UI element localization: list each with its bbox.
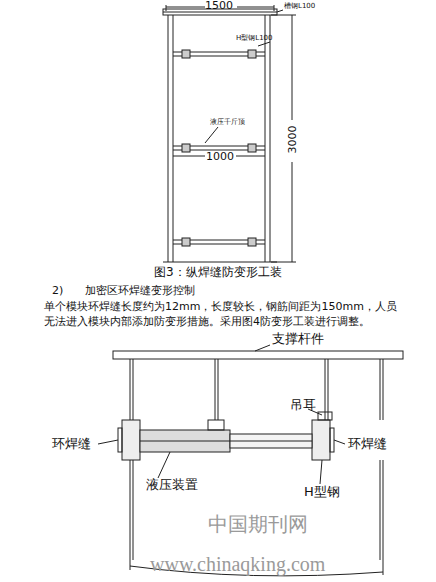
part-name: 液压千斤顶 — [210, 118, 245, 126]
part-name: 液压装置 — [146, 477, 198, 493]
watermark: 中国期刊网 — [208, 512, 308, 536]
part-name: 环焊缝 — [348, 436, 387, 452]
part-name: 槽钢L100 — [284, 2, 315, 10]
part-name: 支撑杆件 — [272, 331, 324, 347]
dimension: 1000 — [206, 150, 234, 163]
dimension: 1500 — [205, 0, 233, 12]
part-name: 吊耳 — [290, 397, 316, 413]
paragraph: 单个模块环焊缝长度约为12mm，长度较长，钢筋间距为150mm，人员无法进入模块… — [44, 300, 400, 330]
watermark: www.chinaqking.com — [150, 552, 325, 576]
part-name: 环焊缝 — [52, 436, 91, 452]
dimension: 3000 — [286, 126, 299, 154]
figure-caption: 图3：纵焊缝防变形工装 — [154, 265, 282, 279]
section-heading: 2) 加密区环焊缝变形控制 — [52, 284, 195, 297]
part-name: H型钢L100 — [236, 34, 273, 42]
part-name: H型钢 — [304, 484, 340, 500]
